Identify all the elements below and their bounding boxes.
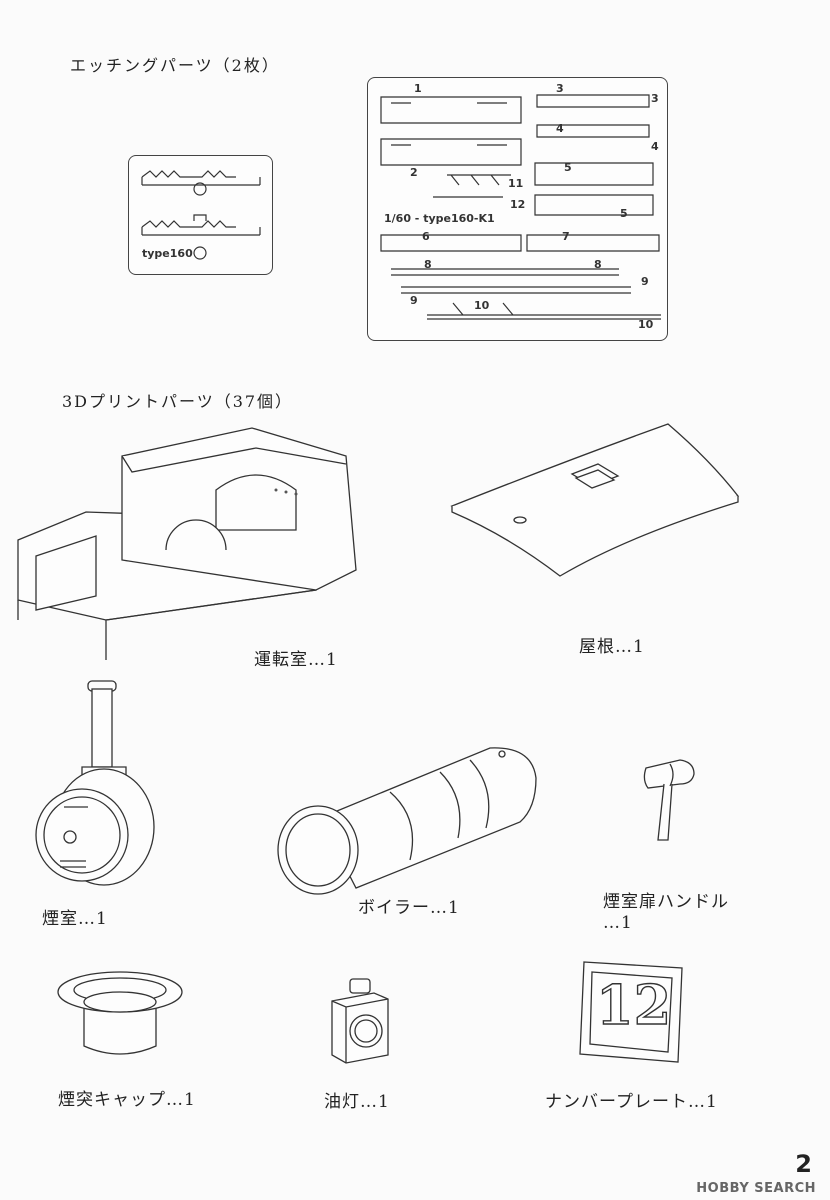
number-plate-label: ナンバープレート…1 <box>545 1092 718 1112</box>
roof-label: 屋根…1 <box>579 637 645 657</box>
watermark: HOBBY SEARCH <box>696 1181 816 1196</box>
cab-drawing <box>17 427 357 660</box>
part-num-11: 11 <box>508 177 524 190</box>
printed-heading: 3Dプリントパーツ（37個） <box>62 392 294 411</box>
etching-heading: エッチングパーツ（2枚） <box>70 56 280 75</box>
door-handle-label-count: …1 <box>603 913 633 933</box>
oil-lamp-drawing <box>331 978 389 1064</box>
roof-drawing <box>450 423 740 577</box>
part-num-10a: 10 <box>474 299 490 312</box>
part-num-3b: 3 <box>651 92 659 105</box>
smokebox-drawing <box>35 680 155 886</box>
number-plate-drawing <box>579 961 683 1063</box>
part-num-4b: 4 <box>651 140 659 153</box>
part-num-9b: 9 <box>641 275 649 288</box>
smokebox-label: 煙室…1 <box>42 909 108 929</box>
part-num-9a: 9 <box>410 294 418 307</box>
oil-lamp-label: 油灯…1 <box>324 1092 390 1112</box>
large-sheet-label: 1/60 - type160-K1 <box>384 212 495 225</box>
etching-sheet-large <box>367 77 668 341</box>
part-num-1: 1 <box>414 82 422 95</box>
part-num-3a: 3 <box>556 82 564 95</box>
boiler-label: ボイラー…1 <box>358 898 460 918</box>
part-num-8a: 8 <box>424 258 432 271</box>
door-handle-drawing <box>643 759 695 841</box>
part-num-4a: 4 <box>556 122 564 135</box>
door-handle-label: 煙室扉ハンドル <box>603 892 729 912</box>
part-num-7: 7 <box>562 230 570 243</box>
boiler-drawing <box>277 747 537 895</box>
number-plate-value: 12 <box>595 973 672 1037</box>
chimney-cap-label: 煙突キャップ…1 <box>58 1090 196 1110</box>
page-number: 2 <box>795 1150 812 1178</box>
part-num-5a: 5 <box>564 161 572 174</box>
cab-label: 運転室…1 <box>254 650 338 670</box>
chimney-cap-drawing <box>57 971 183 1055</box>
part-num-12: 12 <box>510 198 526 211</box>
part-num-8b: 8 <box>594 258 602 271</box>
part-num-10b: 10 <box>638 318 654 331</box>
part-num-6: 6 <box>422 230 430 243</box>
etching-sheet-large-drawing <box>380 94 661 320</box>
part-num-5b: 5 <box>620 207 628 220</box>
small-sheet-label: type160 <box>142 247 193 260</box>
etching-sheet-small-drawing <box>141 170 261 260</box>
part-num-2: 2 <box>410 166 418 179</box>
